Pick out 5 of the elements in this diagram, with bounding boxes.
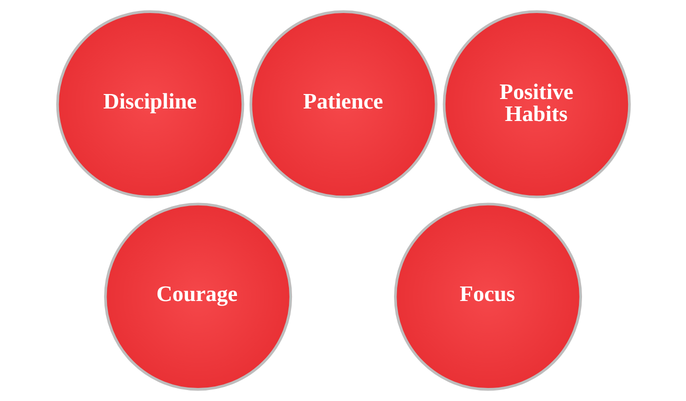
node-circle: Focus bbox=[394, 202, 582, 391]
node-circle: Positive Habits bbox=[442, 10, 630, 198]
node-circle: Patience bbox=[249, 10, 437, 198]
node-circle: Courage bbox=[104, 202, 292, 391]
node-circle: Discipline bbox=[56, 10, 244, 198]
